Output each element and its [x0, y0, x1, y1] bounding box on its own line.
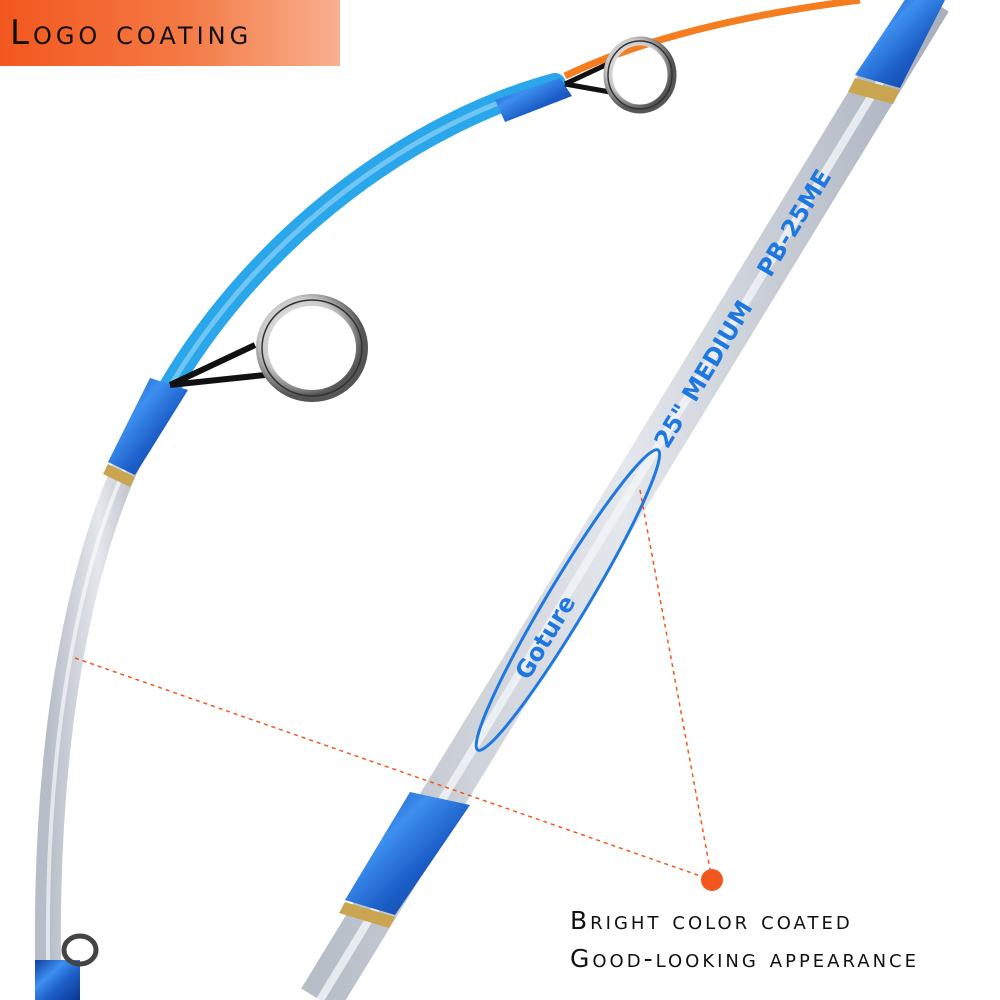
callout-caption-line1: Bright color coated	[570, 906, 853, 935]
callout-caption-line2: Good-looking appearance	[570, 944, 919, 973]
thread-wrap	[35, 960, 80, 1000]
metallic-band	[848, 78, 900, 104]
guide-frame	[563, 59, 614, 95]
header-banner: Logo coating	[0, 0, 340, 66]
guide-ring	[61, 933, 99, 967]
rod-spec-text: 25" MEDIUM	[649, 296, 759, 453]
callout-dot	[701, 869, 723, 891]
thread-wrap	[345, 792, 470, 915]
fishing-line	[563, 0, 861, 80]
header-title: Logo coating	[10, 13, 253, 53]
metallic-band	[339, 902, 395, 928]
thread-wrap	[855, 0, 945, 88]
thread-wrap	[495, 78, 572, 122]
thread-wrap	[108, 378, 188, 475]
brand-logo-oval	[474, 448, 662, 752]
metallic-band	[103, 464, 135, 487]
guide-frame	[168, 342, 266, 388]
callout-line	[639, 489, 713, 881]
callout-line	[74, 657, 713, 881]
